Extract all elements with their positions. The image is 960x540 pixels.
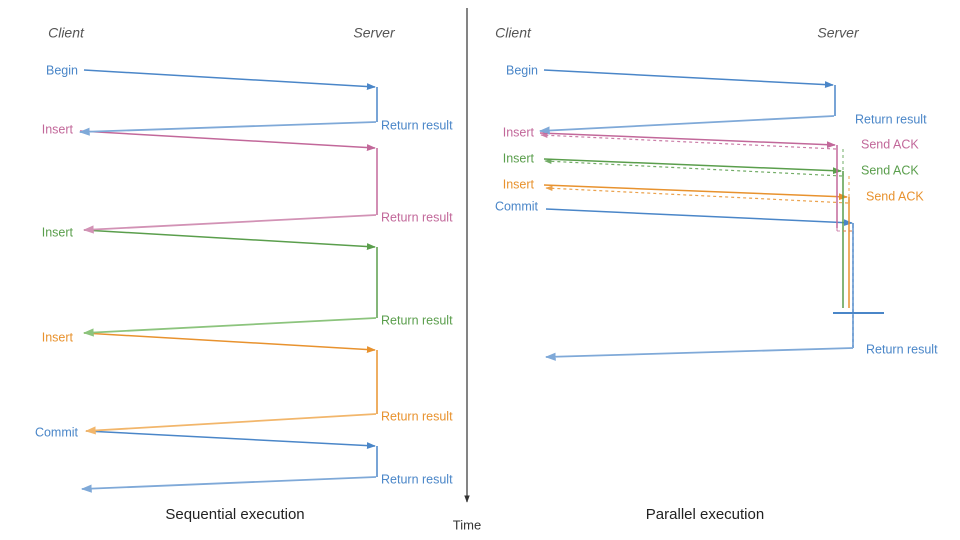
response-arrow-ret-insert3: [84, 413, 377, 435]
request-arrow-commit: [85, 430, 376, 449]
server-message-label-left-2: Return result: [381, 313, 453, 327]
client-message-label-left-1: Insert: [42, 122, 74, 136]
server-message-label-right-4: Return result: [866, 342, 938, 356]
ack-arrow-ack-insert2: [544, 158, 843, 177]
response-arrow-r-ret-begin: [538, 115, 835, 135]
server-message-label-left-1: Return result: [381, 210, 453, 224]
response-arrow-ret-insert1: [82, 214, 377, 234]
actor-label-server-left: Server: [353, 25, 396, 41]
time-axis-label: Time: [453, 517, 481, 532]
response-arrow-r-ret-final: [544, 347, 854, 361]
client-message-label-left-0: Begin: [46, 63, 78, 77]
server-message-label-right-3: Send ACK: [866, 189, 924, 203]
request-arrow-r-begin: [543, 69, 834, 88]
server-message-label-left-4: Return result: [381, 472, 453, 486]
panel-caption-right: Parallel execution: [646, 506, 764, 523]
request-arrow-r-commit: [545, 208, 853, 227]
client-message-label-right-0: Begin: [506, 63, 538, 77]
client-message-label-left-2: Insert: [42, 225, 74, 239]
server-message-label-right-0: Return result: [855, 112, 927, 126]
request-arrow-insert3: [83, 332, 376, 353]
request-arrow-begin: [83, 69, 376, 90]
server-message-label-right-1: Send ACK: [861, 137, 919, 151]
client-message-label-left-4: Commit: [35, 425, 79, 439]
response-arrow-ret-commit: [80, 476, 377, 493]
panel-caption-left: Sequential execution: [165, 506, 304, 523]
ack-arrow-ack-insert3: [545, 185, 849, 204]
server-message-label-right-2: Send ACK: [861, 163, 919, 177]
actor-label-client-left: Client: [48, 25, 85, 41]
ack-arrow-ack-insert1: [540, 132, 837, 150]
request-arrow-insert2: [83, 229, 376, 250]
actor-label-server-right: Server: [817, 25, 860, 41]
server-message-label-left-3: Return result: [381, 409, 453, 423]
client-message-label-right-4: Commit: [495, 199, 539, 213]
client-message-label-right-3: Insert: [503, 177, 535, 191]
request-arrow-r-insert3: [543, 184, 848, 201]
client-message-label-right-1: Insert: [503, 125, 535, 139]
client-message-label-left-3: Insert: [42, 330, 74, 344]
actor-label-client-right: Client: [495, 25, 532, 41]
response-arrow-ret-begin: [78, 121, 377, 136]
server-message-label-left-0: Return result: [381, 118, 453, 132]
client-message-label-right-2: Insert: [503, 151, 535, 165]
request-arrow-r-insert1: [539, 132, 836, 149]
response-arrow-ret-insert2: [82, 317, 377, 337]
request-arrow-r-insert2: [543, 158, 842, 175]
request-arrow-insert1: [79, 130, 376, 151]
